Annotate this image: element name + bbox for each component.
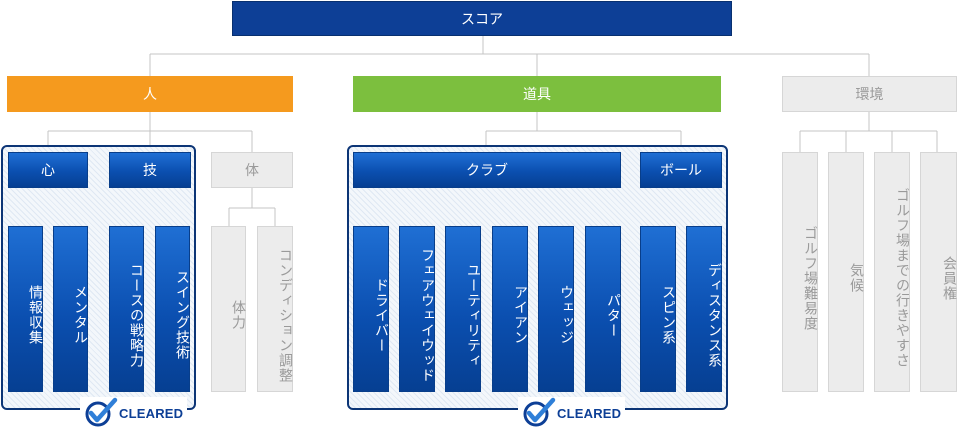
subcategory-club: クラブ [353, 152, 621, 188]
leaf-label: ドライバー [373, 277, 389, 353]
leaf-label: ウェッジ [558, 285, 574, 345]
leaf-label: アイアン [512, 285, 528, 345]
leaf-mental: メンタル [53, 226, 88, 392]
category-person-label: 人 [143, 87, 157, 103]
subcategory-skill: 技 [109, 152, 191, 188]
category-tools-label: 道具 [523, 87, 551, 103]
subcategory-body-label: 体 [245, 163, 259, 179]
leaf-label: ゴルフ場難易度 [802, 225, 818, 331]
leaf-spin: スピン系 [640, 226, 676, 392]
subcategory-mind-label: 心 [41, 163, 55, 179]
leaf-label: スイング技術 [174, 270, 190, 360]
cleared-badge-tools: CLEARED [518, 397, 626, 429]
category-person: 人 [7, 76, 293, 112]
subcategory-ball: ボール [640, 152, 722, 188]
subcategory-body: 体 [211, 152, 293, 188]
cleared-badge-person: CLEARED [80, 397, 188, 429]
leaf-condition-adjustment: コンディション調整 [257, 226, 293, 392]
cleared-label: CLEARED [119, 405, 184, 421]
subcategory-club-label: クラブ [466, 163, 508, 179]
leaf-label: コースの戦略力 [128, 262, 144, 368]
leaf-label: パター [605, 292, 621, 338]
cleared-label: CLEARED [557, 405, 622, 421]
leaf-label: コンディション調整 [277, 247, 293, 383]
leaf-swing-technique: スイング技術 [155, 226, 190, 392]
leaf-utility: ユーティリティ [445, 226, 481, 392]
leaf-membership: 会員権 [920, 152, 957, 392]
subcategory-skill-label: 技 [143, 163, 157, 179]
leaf-label: 会員権 [941, 255, 957, 301]
leaf-label: 体力 [230, 300, 246, 330]
leaf-label: 気候 [848, 263, 864, 293]
leaf-fairway-wood: フェアウェイウッド [399, 226, 435, 392]
leaf-distance: ディスタンス系 [686, 226, 722, 392]
subcategory-mind: 心 [8, 152, 88, 188]
root-label: スコア [461, 11, 503, 28]
category-environment: 環境 [782, 76, 957, 112]
leaf-label: メンタル [72, 285, 88, 345]
subcategory-ball-label: ボール [660, 163, 702, 179]
leaf-stamina: 体力 [211, 226, 246, 392]
leaf-label: スピン系 [660, 285, 676, 345]
leaf-label: ゴルフ場までの行きやすさ [894, 188, 910, 368]
leaf-driver: ドライバー [353, 226, 389, 392]
checkmark-circle-icon [85, 397, 118, 427]
leaf-course-strategy: コースの戦略力 [109, 226, 144, 392]
leaf-label: ディスタンス系 [706, 262, 722, 368]
leaf-course-difficulty: ゴルフ場難易度 [782, 152, 818, 392]
checkmark-circle-icon [523, 397, 556, 427]
category-tools: 道具 [353, 76, 721, 112]
leaf-label: ユーティリティ [465, 262, 481, 368]
leaf-wedge: ウェッジ [538, 226, 574, 392]
category-environment-label: 環境 [855, 87, 884, 103]
leaf-climate: 気候 [828, 152, 864, 392]
leaf-label: フェアウェイウッド [419, 247, 435, 383]
leaf-putter: パター [585, 226, 621, 392]
leaf-information-gathering: 情報収集 [8, 226, 43, 392]
leaf-course-accessibility: ゴルフ場までの行きやすさ [874, 152, 910, 392]
leaf-label: 情報収集 [27, 285, 43, 345]
leaf-iron: アイアン [492, 226, 528, 392]
root-node-score: スコア [232, 1, 732, 36]
